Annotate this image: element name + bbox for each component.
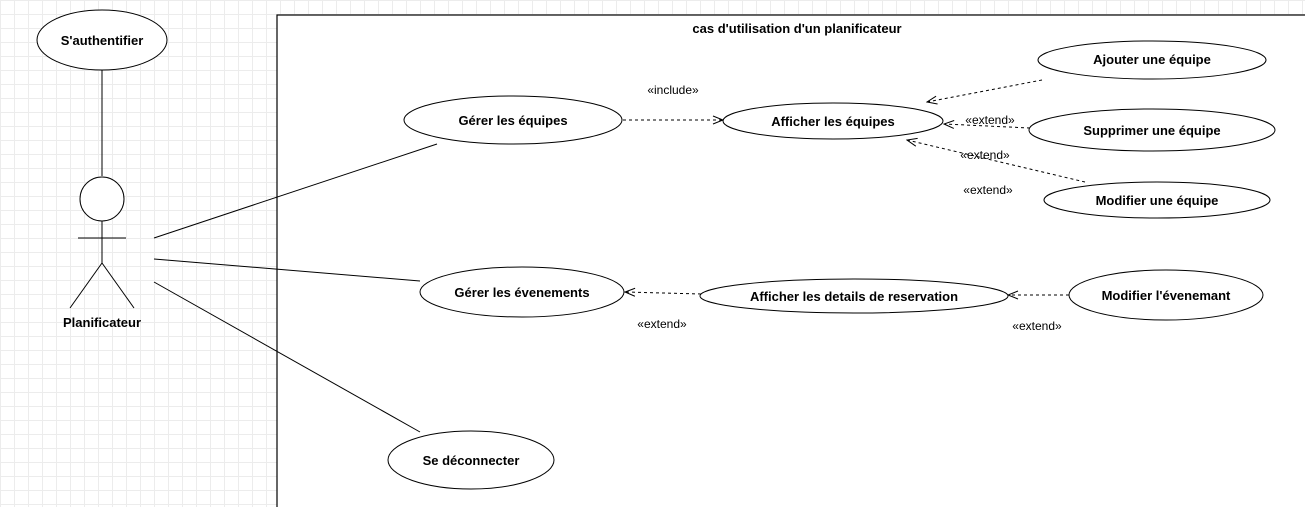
label-extend-modify-a: «extend» bbox=[960, 148, 1010, 162]
assoc-actor-manage-events bbox=[153, 258, 421, 282]
usecase-show-reservation[interactable]: Afficher les details de reservation bbox=[699, 278, 1009, 314]
svg-text:Afficher les équipes: Afficher les équipes bbox=[771, 114, 895, 129]
actor-head bbox=[79, 176, 125, 222]
actor-left-leg bbox=[69, 262, 103, 309]
usecase-show-teams[interactable]: Afficher les équipes bbox=[722, 102, 944, 140]
svg-text:Afficher les details de reserv: Afficher les details de reservation bbox=[750, 289, 958, 304]
label-extend-events: «extend» bbox=[637, 317, 687, 331]
actor-name: Planificateur bbox=[63, 315, 141, 330]
extend-arrow-add bbox=[927, 79, 1043, 102]
assoc-actor-logout bbox=[153, 281, 421, 433]
actor-right-leg bbox=[101, 262, 135, 309]
svg-text:Gérer les équipes: Gérer les équipes bbox=[458, 113, 567, 128]
svg-text:Modifier une équipe: Modifier une équipe bbox=[1096, 193, 1219, 208]
svg-text:Ajouter une équipe: Ajouter une équipe bbox=[1093, 52, 1211, 67]
svg-text:Supprimer une équipe: Supprimer une équipe bbox=[1083, 123, 1220, 138]
label-extend-modify-event: «extend» bbox=[1012, 319, 1062, 333]
label-extend-modify-b: «extend» bbox=[963, 183, 1013, 197]
label-extend-delete: «extend» bbox=[965, 113, 1015, 127]
usecase-delete-team[interactable]: Supprimer une équipe bbox=[1028, 108, 1276, 152]
usecase-manage-events[interactable]: Gérer les évenements bbox=[419, 266, 625, 318]
usecase-logout[interactable]: Se déconnecter bbox=[387, 430, 555, 490]
svg-text:Gérer les évenements: Gérer les évenements bbox=[454, 285, 589, 300]
system-title: cas d'utilisation d'un planificateur bbox=[692, 21, 901, 36]
assoc-actor-manage-teams bbox=[153, 143, 438, 239]
svg-text:S'authentifier: S'authentifier bbox=[61, 33, 144, 48]
actor-planificateur[interactable]: Planificateur bbox=[63, 176, 141, 330]
svg-text:Modifier l'évenemant: Modifier l'évenemant bbox=[1102, 288, 1231, 303]
system-boundary[interactable] bbox=[276, 14, 1305, 507]
usecase-modify-event[interactable]: Modifier l'évenemant bbox=[1068, 269, 1264, 321]
usecase-modify-team[interactable]: Modifier une équipe bbox=[1043, 181, 1271, 219]
extend-arrow-modify bbox=[907, 140, 1086, 183]
svg-text:Se déconnecter: Se déconnecter bbox=[423, 453, 520, 468]
extend-arrow-delete bbox=[944, 124, 1031, 128]
label-include: «include» bbox=[647, 83, 699, 97]
usecase-add-team[interactable]: Ajouter une équipe bbox=[1037, 40, 1267, 80]
extend-arrow-reservation bbox=[625, 292, 702, 294]
usecase-manage-teams[interactable]: Gérer les équipes bbox=[403, 95, 623, 145]
usecase-authenticate[interactable]: S'authentifier bbox=[36, 9, 168, 71]
